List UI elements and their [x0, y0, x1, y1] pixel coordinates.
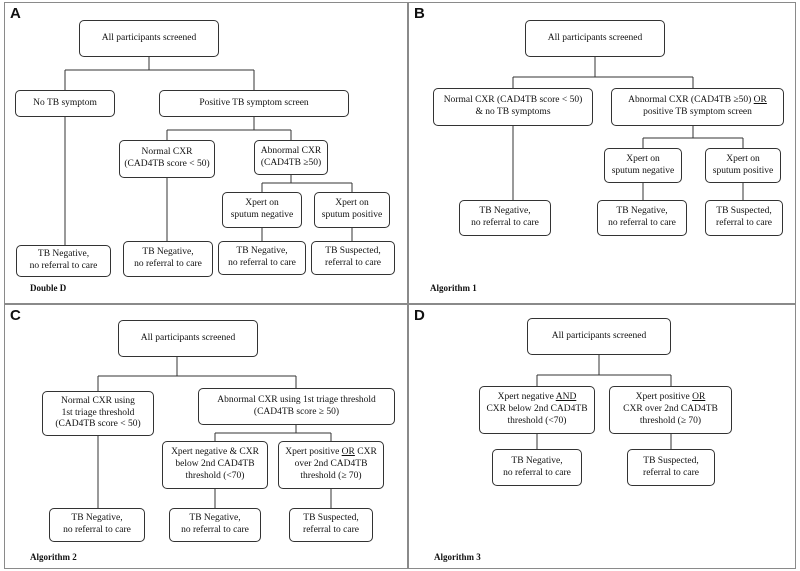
c-abnormal-node: Abnormal CXR using 1st triage threshold …: [198, 388, 395, 425]
c-outcome-negative-2: TB Negative, no referral to care: [169, 508, 261, 542]
panel-b-label: B: [414, 5, 425, 22]
a-no-symptom-node: No TB symptom: [15, 90, 115, 117]
d-xpert-negative-node: Xpert negative AND CXR below 2nd CAD4TB …: [479, 386, 595, 434]
c-outcome-suspected: TB Suspected, referral to care: [289, 508, 373, 542]
b-xpert-negative-node: Xpert on sputum negative: [604, 148, 682, 183]
panel-d-label: D: [414, 307, 425, 324]
a-outcome-negative-1: TB Negative, no referral to care: [16, 245, 111, 277]
a-xpert-negative-node: Xpert on sputum negative: [222, 192, 302, 228]
a-outcome-negative-3: TB Negative, no referral to care: [218, 241, 306, 275]
panel-c-caption: Algorithm 2: [30, 552, 77, 562]
b-normal-node: Normal CXR (CAD4TB score < 50) & no TB s…: [433, 88, 593, 126]
c-xpert-negative-node: Xpert negative & CXR below 2nd CAD4TB th…: [162, 441, 268, 489]
b-all-participants-node: All participants screened: [525, 20, 665, 57]
a-normal-cxr-node: Normal CXR (CAD4TB score < 50): [119, 140, 215, 178]
a-outcome-suspected: TB Suspected, referral to care: [311, 241, 395, 275]
a-all-participants-node: All participants screened: [79, 20, 219, 57]
a-abnormal-cxr-node: Abnormal CXR (CAD4TB ≥50): [254, 140, 328, 175]
panel-d-caption: Algorithm 3: [434, 552, 481, 562]
c-xpert-positive-node: Xpert positive OR CXR over 2nd CAD4TB th…: [278, 441, 384, 489]
b-xpert-positive-node: Xpert on sputum positive: [705, 148, 781, 183]
panel-a-label: A: [10, 5, 21, 22]
d-all-participants-node: All participants screened: [527, 318, 671, 355]
panel-c-label: C: [10, 307, 21, 324]
c-normal-node: Normal CXR using 1st triage threshold (C…: [42, 391, 154, 436]
b-outcome-negative-1: TB Negative, no referral to care: [459, 200, 551, 236]
panel-b-caption: Algorithm 1: [430, 283, 477, 293]
b-outcome-suspected: TB Suspected, referral to care: [705, 200, 783, 236]
a-outcome-negative-2: TB Negative, no referral to care: [123, 241, 213, 277]
a-positive-screen-node: Positive TB symptom screen: [159, 90, 349, 117]
d-xpert-positive-node: Xpert positive OR CXR over 2nd CAD4TB th…: [609, 386, 732, 434]
b-outcome-negative-2: TB Negative, no referral to care: [597, 200, 687, 236]
d-outcome-negative: TB Negative, no referral to care: [492, 449, 582, 486]
d-outcome-suspected: TB Suspected, referral to care: [627, 449, 715, 486]
c-outcome-negative-1: TB Negative, no referral to care: [49, 508, 145, 542]
a-xpert-positive-node: Xpert on sputum positive: [314, 192, 390, 228]
b-abnormal-node: Abnormal CXR (CAD4TB ≥50) OR positive TB…: [611, 88, 784, 126]
panel-a-caption: Double D: [30, 283, 67, 293]
c-all-participants-node: All participants screened: [118, 320, 258, 357]
